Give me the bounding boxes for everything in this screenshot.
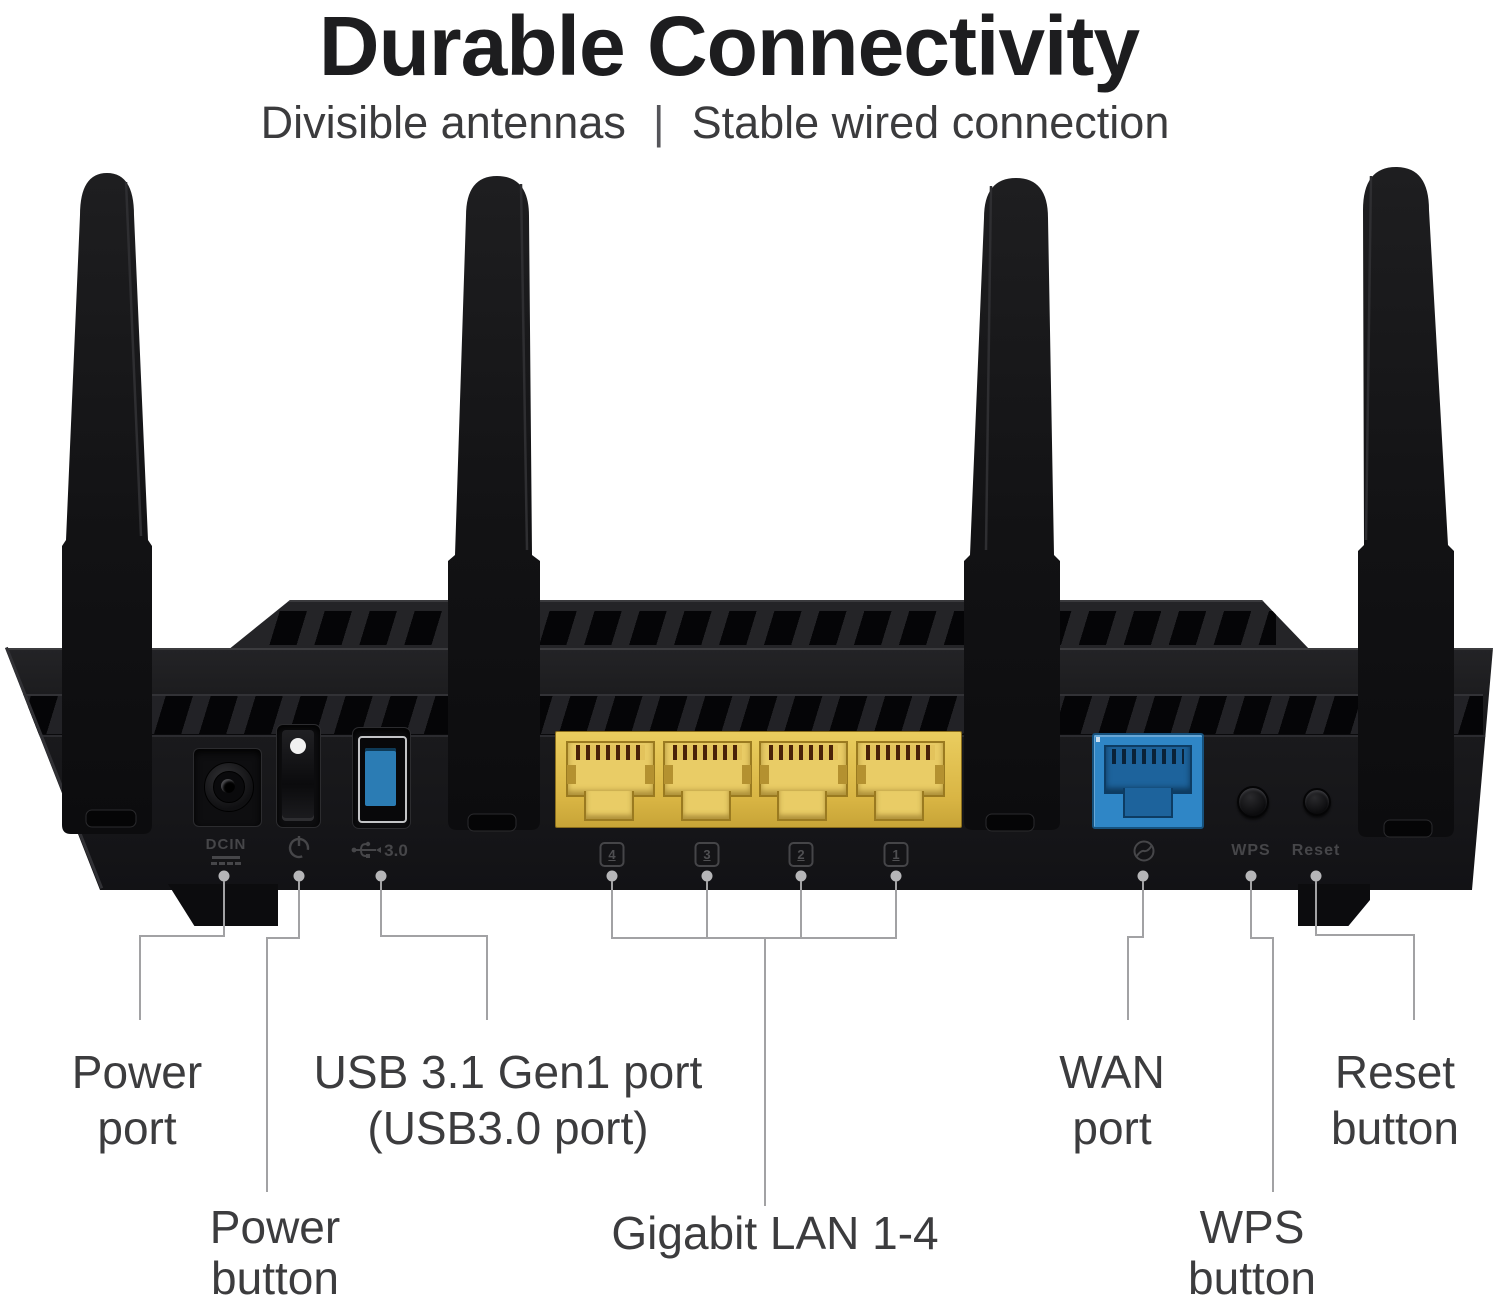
lan-port-3-pins [673,745,742,760]
page-subtitle: Divisible antennas | Stable wired connecti… [261,97,1170,149]
callout-dot-reset [1310,870,1322,882]
wan-pins [1112,749,1184,764]
wan-tab [1123,788,1173,818]
callout-line [139,935,141,1020]
power-symbol-icon [288,836,310,859]
usb-blue-tongue [365,748,396,806]
usb-trident-icon [351,841,381,858]
lan-port-1 [856,741,945,821]
lan-port-2-tab [776,791,827,821]
callout-dot-power-button [293,870,305,882]
label-wps-button: WPS button [1188,1201,1316,1301]
wan-port [1092,733,1204,829]
wps-label: WPS [1231,842,1271,859]
usb-port [352,727,411,829]
lan-number-badge-4: 4 [599,842,625,867]
callout-dot-lan1 [890,870,902,882]
lan-number-badge-3: 3 [694,842,720,867]
callout-line [139,935,225,937]
usb-metal-shell [358,736,407,823]
lan-port-2 [759,741,848,821]
lan-port-4 [566,741,655,821]
label-gigabit-lan: Gigabit LAN 1-4 [611,1207,939,1259]
label-reset-button: Reset button [1331,1046,1459,1154]
vent-slots-lower [13,694,1483,735]
callout-dot-lan2 [795,870,807,882]
lan-port-4-pins [576,745,645,760]
rear-panel [5,648,1493,890]
reset-button [1303,788,1331,816]
usb-version-label: 3.0 [384,841,408,860]
callout-dot-usb [375,870,387,882]
lan-port-4-cavity [566,741,655,797]
callout-line [611,937,897,939]
callout-line [380,935,488,937]
callout-line [1127,936,1129,1020]
dcin-label: DCIN [205,836,247,853]
callout-line [223,881,225,937]
callout-line [266,937,300,939]
callout-dot-lan4 [606,870,618,882]
power-button [276,724,321,828]
wan-highlight-speck [1096,737,1100,742]
top-ridge [228,600,1310,650]
lan-port-1-pins [866,745,935,760]
lan-number-badge-2: 2 [788,842,814,867]
label-power-button: Power button [209,1201,341,1301]
lan-port-3-cavity [663,741,752,797]
lan-port-4-tab [583,791,634,821]
subtitle-divider: | [652,97,665,148]
callout-line [1315,934,1415,936]
callout-line [380,881,382,937]
callout-line [1413,934,1415,1020]
callout-line [1142,881,1144,938]
callout-dot-lan3 [701,870,713,882]
callout-line [1127,936,1144,938]
wan-cavity [1104,745,1192,794]
right-foot [1298,884,1370,926]
reset-label: Reset [1291,842,1341,859]
dc-symbol-dashed [211,862,241,865]
callout-dot-power-port [218,870,230,882]
dc-barrel-pin [221,779,235,793]
lan-port-3 [663,741,752,821]
callout-line [486,935,488,1020]
callout-line [706,881,708,939]
lan-port-1-cavity [856,741,945,797]
wps-button [1237,786,1269,818]
label-power-port: Power port [71,1046,203,1154]
callout-line [1315,881,1317,936]
dc-power-port [193,748,262,827]
callout-dot-wan [1137,870,1149,882]
callout-line [266,937,268,1192]
subtitle-right: Stable wired connection [691,97,1170,148]
lan-port-2-cavity [759,741,848,797]
callout-line [800,881,802,939]
callout-line [298,881,300,939]
lan-port-3-tab [680,791,731,821]
label-usb-port: USB 3.1 Gen1 port (USB3.0 port) [313,1046,703,1154]
callout-line [611,881,613,939]
callout-line [1272,937,1274,1192]
dc-symbol-solid [212,856,240,859]
label-wan-port: WAN port [1059,1046,1165,1154]
subtitle-left: Divisible antennas [260,97,626,148]
callout-line [764,937,766,1206]
callout-line [1250,881,1252,939]
callout-line [1250,937,1274,939]
vent-slots-upper [262,611,1276,645]
callout-line [895,881,897,939]
gigabit-lan-block [555,731,962,828]
lan-port-2-pins [769,745,838,760]
power-indicator-dot [290,738,306,754]
globe-icon [1133,840,1155,862]
page-title: Durable Connectivity [318,0,1140,93]
lan-number-badge-1: 1 [883,842,909,867]
lan-port-1-tab [873,791,924,821]
callout-dot-wps [1245,870,1257,882]
